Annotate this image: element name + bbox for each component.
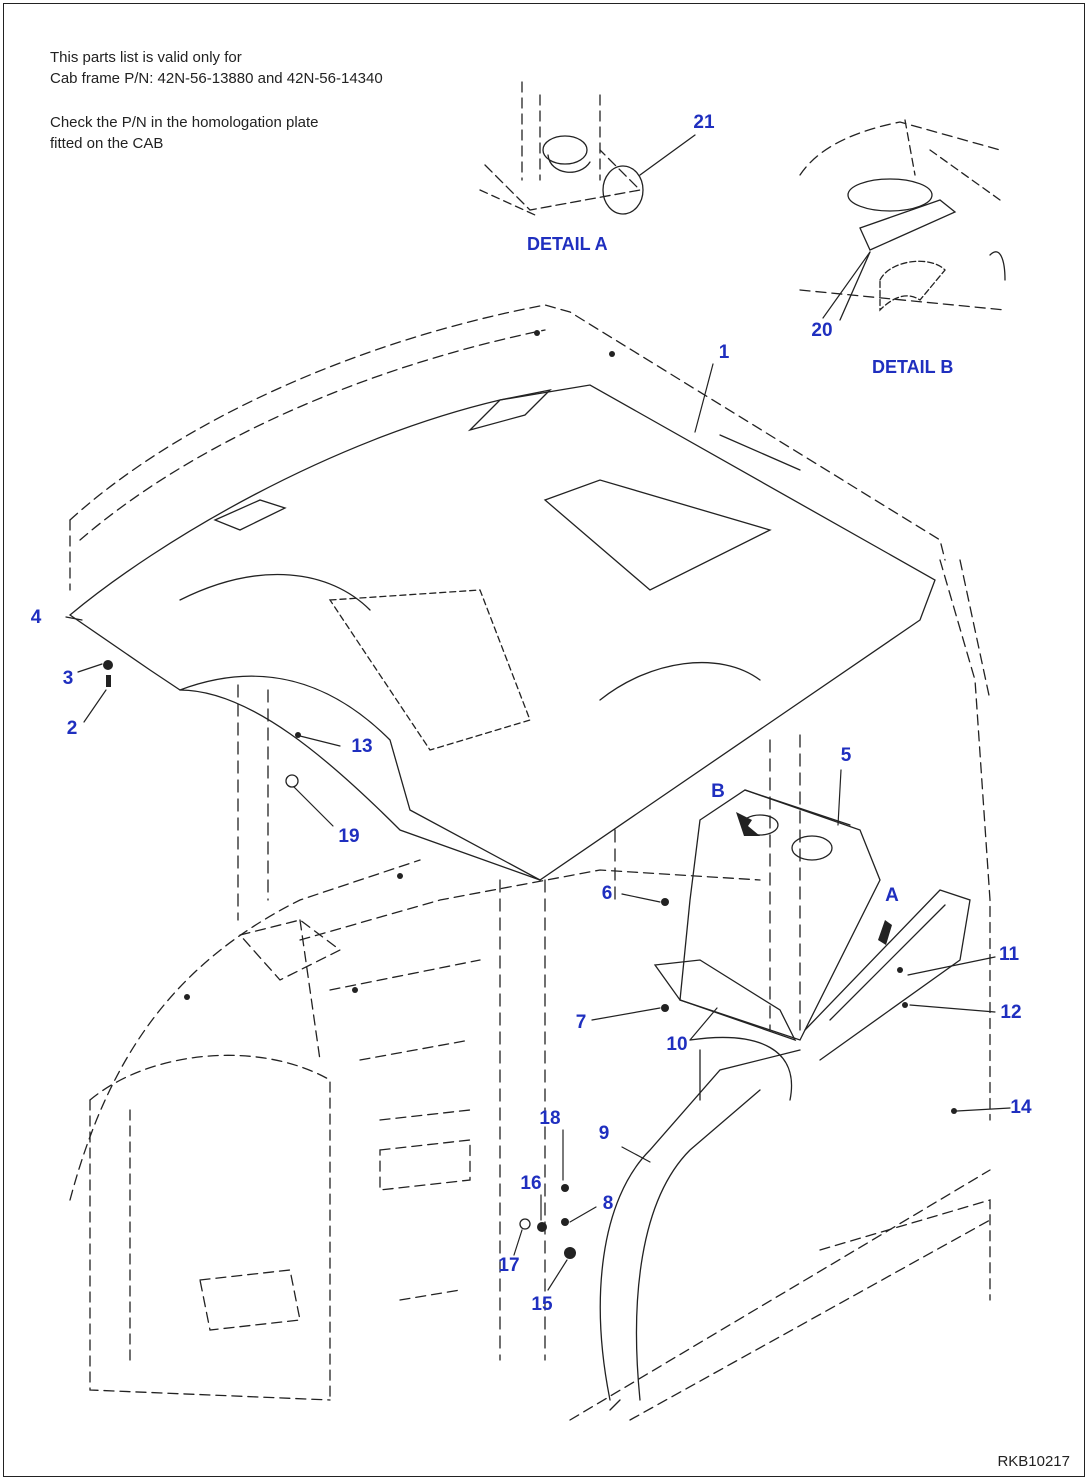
callout-18: 18: [539, 1108, 561, 1129]
callout-4: 4: [30, 607, 42, 628]
hardware-small-parts: [103, 330, 957, 1259]
cab-pillars: [237, 684, 801, 1361]
callout-1: 1: [718, 342, 730, 363]
callout-6: 6: [601, 883, 613, 904]
leader-lines: [65, 251, 1011, 1291]
headliner-part-1: [68, 384, 936, 881]
part-21-cap: [602, 165, 644, 215]
callout-15: 15: [531, 1294, 553, 1315]
side-trim-parts: [599, 889, 971, 1411]
document-id: RKB10217: [997, 1453, 1070, 1470]
note-line-1: This parts list is valid only for: [50, 49, 242, 66]
part-20-lamp: [859, 199, 957, 251]
view-arrow-a-label: A: [885, 885, 899, 906]
callout-17: 17: [498, 1255, 520, 1276]
callout-7: 7: [575, 1012, 587, 1033]
callout-16: 16: [520, 1173, 542, 1194]
callout-3: 3: [62, 668, 74, 689]
view-arrow-a: [878, 920, 892, 945]
detail-b-view: [799, 119, 1006, 321]
callout-10: 10: [666, 1034, 688, 1055]
note-line-2: Cab frame P/N: 42N-56-13880 and 42N-56-1…: [50, 70, 383, 87]
view-arrow-b: [736, 812, 760, 836]
callout-14: 14: [1010, 1097, 1032, 1118]
callout-9: 9: [598, 1123, 610, 1144]
cab-roof-frame: [69, 304, 991, 1121]
callout-13: 13: [351, 736, 373, 757]
callout-11: 11: [998, 944, 1020, 965]
callout-19: 19: [338, 826, 360, 847]
detail-a-view: [479, 81, 696, 216]
note-line-4: fitted on the CAB: [50, 135, 164, 152]
callout-5: 5: [840, 745, 852, 766]
drawing-frame: [3, 3, 1085, 1477]
console-box-part-5: [653, 789, 881, 1042]
cab-lower-frame: [69, 859, 991, 1421]
callout-2: 2: [66, 718, 78, 739]
detail-a-label: DETAIL A: [527, 234, 608, 254]
note-line-3: Check the P/N in the homologation plate: [50, 114, 319, 131]
callout-8: 8: [602, 1193, 614, 1214]
callout-12: 12: [1000, 1002, 1022, 1023]
callout-20: 20: [811, 320, 833, 341]
view-arrows: [736, 812, 892, 945]
detail-b-label: DETAIL B: [872, 357, 954, 377]
callout-21: 21: [693, 112, 715, 133]
view-arrow-b-label: B: [711, 781, 725, 802]
